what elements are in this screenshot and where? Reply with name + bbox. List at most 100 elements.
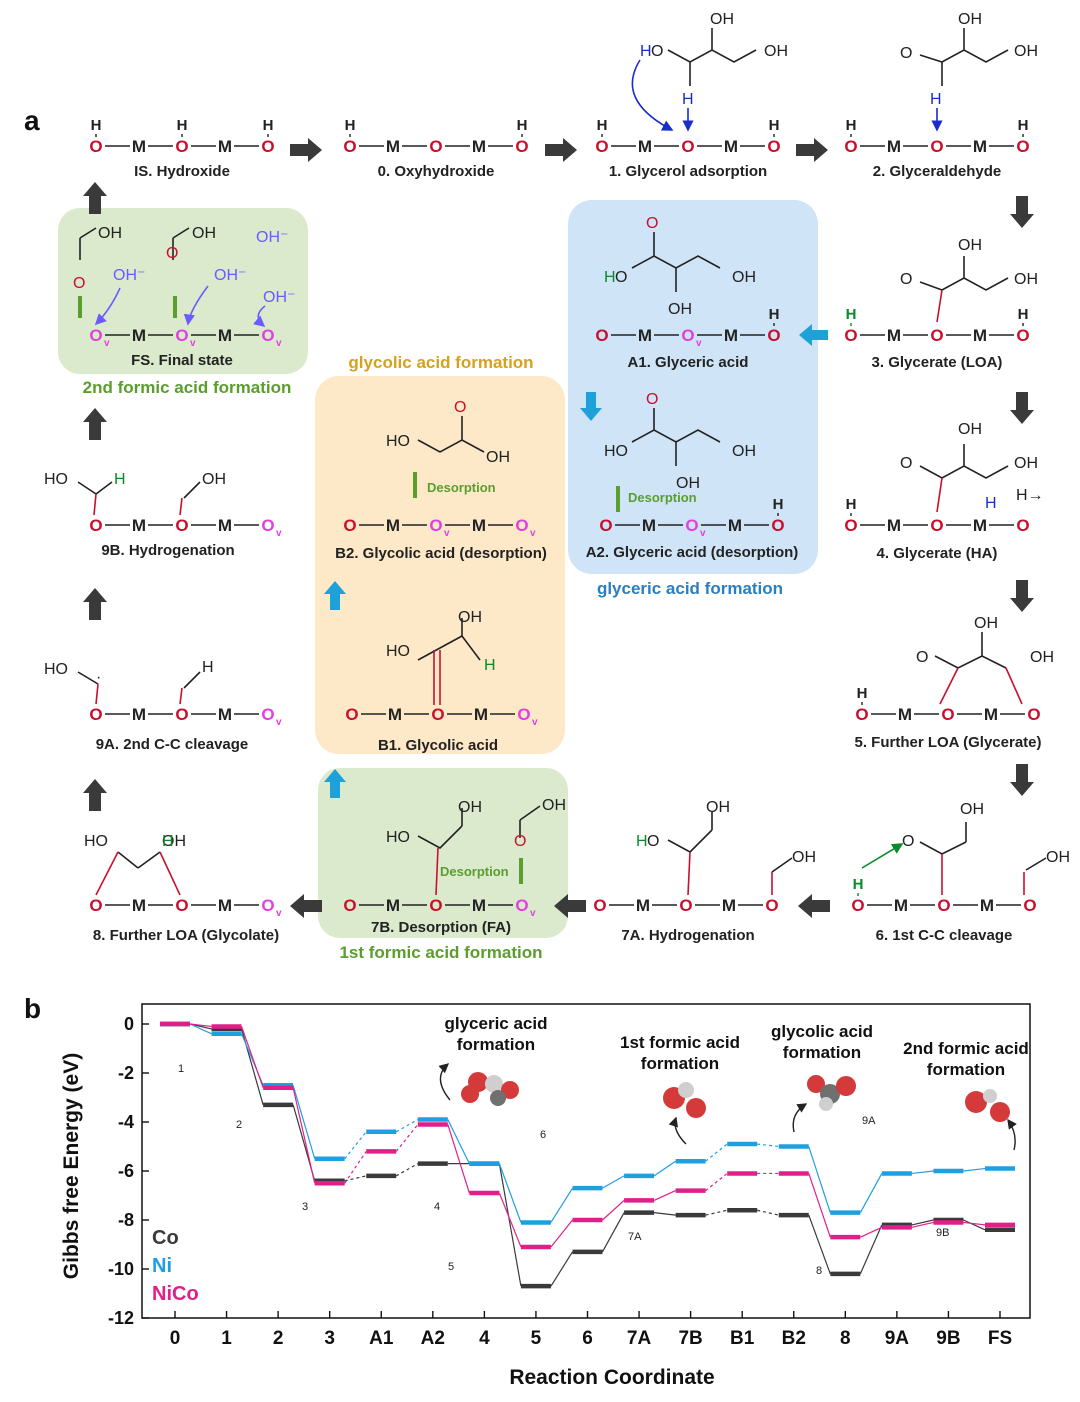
s4-h: H bbox=[985, 495, 997, 512]
arrow-shape bbox=[83, 182, 107, 214]
annot-arrow-formic2 bbox=[1007, 1118, 1017, 1151]
legend-nico: NiCo bbox=[152, 1283, 199, 1305]
glycerol-ho: H bbox=[640, 43, 652, 60]
y-tick-label: -2 bbox=[118, 1063, 134, 1083]
s3-oh1: OH bbox=[958, 237, 982, 254]
energy-connector bbox=[653, 1190, 676, 1201]
oxygen-atom: O bbox=[767, 326, 780, 345]
y-tick-label: -12 bbox=[108, 1308, 134, 1328]
vacancy-sub: v bbox=[696, 338, 702, 349]
oxygen-vacancy: O bbox=[261, 516, 274, 535]
vacancy-sub: v bbox=[530, 528, 536, 539]
y-tick-label: -4 bbox=[118, 1112, 134, 1132]
pt-label-9a: 9A bbox=[862, 1115, 876, 1127]
x-tick-label: B1 bbox=[730, 1328, 755, 1349]
glyceraldehyde-o: O bbox=[900, 45, 912, 62]
ball-glycolic bbox=[807, 1075, 856, 1111]
s9a-ho: HO bbox=[44, 661, 68, 678]
b1-h: H bbox=[484, 657, 496, 674]
arrow-shape bbox=[580, 392, 602, 421]
arrow-shape bbox=[1010, 392, 1034, 424]
title-glyceric: glyceric acid formation bbox=[597, 579, 783, 598]
metal-atom: M bbox=[894, 896, 908, 915]
metal-atom: M bbox=[887, 326, 901, 345]
ball-glyceric bbox=[461, 1072, 519, 1106]
arrow-shape bbox=[1010, 764, 1034, 796]
oxygen-atom: O bbox=[851, 896, 864, 915]
molecule-7a bbox=[667, 812, 793, 896]
surface-hydrogen: H bbox=[769, 306, 780, 323]
flow-arrow-0-1 bbox=[545, 138, 577, 162]
flow-arrow-a1-a2 bbox=[580, 392, 602, 421]
surface-hydrogen: H bbox=[846, 117, 857, 134]
surface-hydrogen: H bbox=[91, 117, 102, 134]
label-s3: 3. Glycerate (LOA) bbox=[872, 354, 1003, 371]
energy-connector bbox=[395, 1124, 419, 1152]
metal-atom: M bbox=[722, 896, 736, 915]
oxygen-atom: O bbox=[89, 516, 102, 535]
metal-atom: M bbox=[218, 137, 232, 156]
oxygen-atom: O bbox=[1027, 705, 1040, 724]
oxygen-atom: O bbox=[930, 516, 943, 535]
metal-atom: M bbox=[132, 326, 146, 345]
fs-o1: O bbox=[73, 275, 85, 292]
title-formic1: 1st formic acid formation bbox=[339, 943, 542, 962]
fs-oh-ion2: OH⁻ bbox=[113, 267, 145, 284]
box-formic1 bbox=[318, 768, 568, 938]
oxygen-atom: O bbox=[1016, 137, 1029, 156]
surface-hydrogen: H bbox=[263, 117, 274, 134]
energy-connector bbox=[859, 1173, 883, 1213]
a1-oh: OH bbox=[732, 269, 756, 286]
metal-atom: M bbox=[980, 896, 994, 915]
vacancy-sub: v bbox=[444, 528, 450, 539]
molecule-9b bbox=[77, 481, 201, 516]
energy-connector bbox=[860, 1226, 883, 1238]
s5-oh2: OH bbox=[1030, 649, 1054, 666]
metal-atom: M bbox=[218, 516, 232, 535]
s9a-dot: · bbox=[96, 669, 101, 686]
flow-arrow-is-0 bbox=[290, 138, 322, 162]
fs-oh-ion1: OH⁻ bbox=[256, 229, 288, 246]
s7a-oh: OH bbox=[706, 799, 730, 816]
metal-atom: M bbox=[472, 516, 486, 535]
s7a-o: O bbox=[647, 833, 659, 850]
energy-connector bbox=[344, 1175, 367, 1182]
glyceraldehyde-h: H bbox=[930, 91, 942, 108]
oxygen-atom: O bbox=[595, 326, 608, 345]
pt-label-3: 3 bbox=[302, 1201, 308, 1213]
energy-connector bbox=[189, 1023, 212, 1035]
surface-hydrogen: H bbox=[846, 306, 857, 323]
x-tick-label: 3 bbox=[324, 1328, 335, 1349]
vacancy-sub: v bbox=[276, 908, 282, 919]
metal-atom: M bbox=[218, 705, 232, 724]
oxygen-vacancy: O bbox=[261, 705, 274, 724]
metal-atom: M bbox=[132, 137, 146, 156]
vacancy-sub: v bbox=[276, 717, 282, 728]
oxygen-atom: O bbox=[1016, 326, 1029, 345]
oxygen-atom: O bbox=[343, 896, 356, 915]
s4-o: O bbox=[900, 455, 912, 472]
oxygen-atom: O bbox=[681, 137, 694, 156]
a1-o2: O bbox=[615, 269, 627, 286]
ball-formic1 bbox=[663, 1082, 706, 1118]
oxygen-vacancy: O bbox=[261, 326, 274, 345]
arrow-shape bbox=[290, 138, 322, 162]
fs-oh2: OH bbox=[192, 225, 216, 242]
molecule-glycerol bbox=[667, 28, 757, 86]
energy-connector bbox=[447, 1119, 470, 1164]
fs-ion-arrow-1 bbox=[94, 287, 121, 326]
energy-connector bbox=[859, 1224, 883, 1275]
metal-atom: M bbox=[887, 137, 901, 156]
metal-atom: M bbox=[474, 705, 488, 724]
energy-connector bbox=[653, 1160, 676, 1177]
metal-atom: M bbox=[724, 137, 738, 156]
label-s9a: 9A. 2nd C-C cleavage bbox=[96, 736, 249, 753]
s7b-oh: OH bbox=[458, 799, 482, 816]
y-axis-ticks: 0-2-4-6-8-10-12 bbox=[108, 1014, 149, 1328]
metal-atom: M bbox=[218, 326, 232, 345]
